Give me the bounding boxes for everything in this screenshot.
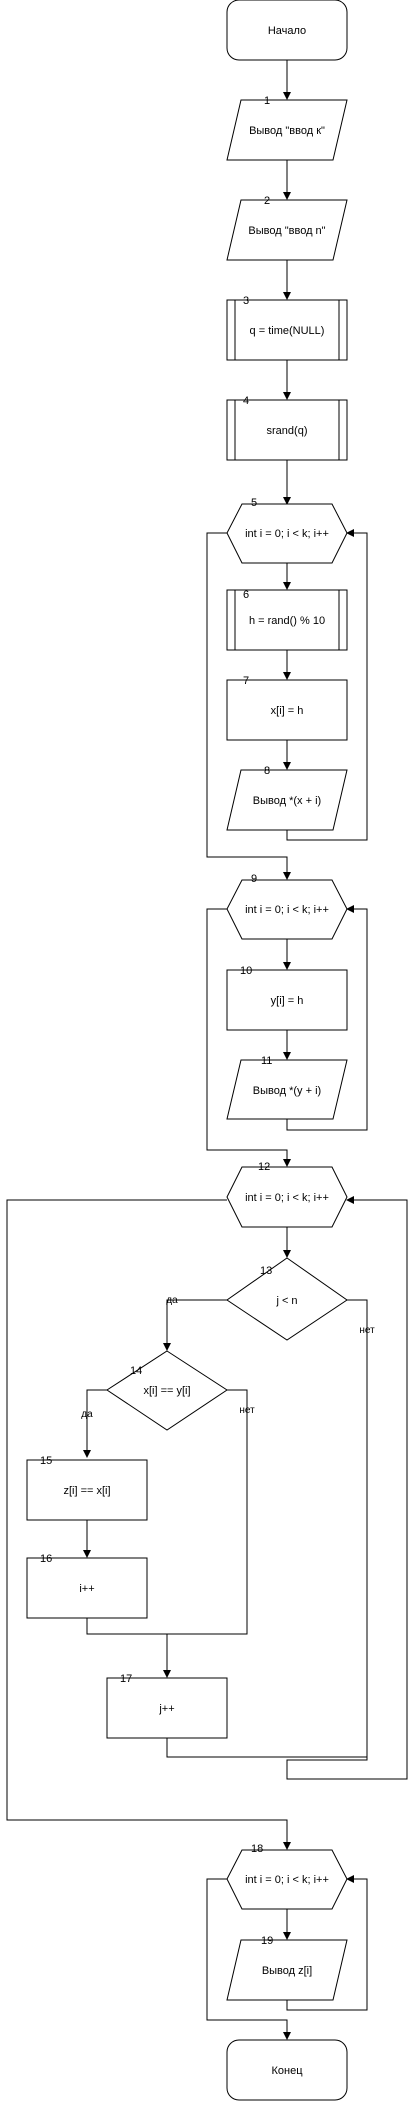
connectors [6,60,408,2040]
block-2-output: 2 Вывод "ввод n" [226,195,348,261]
block-5-label: int i = 0; i < k; i++ [245,528,329,540]
block-3-subroutine: 3 q = time(NULL) [226,295,348,361]
block-7-number: 7 [243,675,249,687]
arrow-loop18-return [286,1875,368,2011]
block-9-number: 9 [251,873,257,885]
arrow-loop18-exit [206,1878,291,2040]
edge-label-13-no: нет [359,1325,375,1336]
block-16-label: i++ [79,1583,94,1595]
block-1-output: 1 Вывод "ввод к" [226,95,348,161]
block-3-number: 3 [243,295,249,307]
edge-label-14-no: нет [239,1405,255,1416]
block-12-loop: 12 int i = 0; i < k; i++ [226,1161,348,1228]
arrow-b16-b17 [86,1618,171,1678]
block-13-label: j < n [275,1295,297,1307]
end-label: Конец [271,2065,303,2077]
block-14-decision: 14 x[i] == y[i] [106,1350,228,1431]
block-13-number: 13 [260,1265,272,1277]
block-11-output: 11 Вывод *(y + i) [226,1055,348,1120]
block-15-label: z[i] == x[i] [63,1485,110,1497]
block-6-label: h = rand() % 10 [249,615,325,627]
arrow-b14-no [167,1389,248,1635]
block-16-number: 16 [40,1553,52,1565]
arrow-loop9-return [286,905,368,1131]
block-8-label: Вывод *(x + i) [253,795,321,807]
block-4-subroutine: 4 srand(q) [226,395,348,461]
arrow-loop12-exit [6,1199,291,1850]
block-4-label: srand(q) [267,425,308,437]
block-2-label: Вывод "ввод n" [248,225,325,237]
block-5-loop: 5 int i = 0; i < k; i++ [226,497,348,564]
arrow-b14-yes [83,1389,107,1458]
block-1-number: 1 [264,95,270,107]
block-5-number: 5 [251,497,257,509]
block-14-label: x[i] == y[i] [143,1385,190,1397]
arrow-b17-return [166,1738,367,1758]
block-6-subroutine: 6 h = rand() % 10 [226,589,348,651]
block-10-label: y[i] = h [271,995,304,1007]
end-terminal: Конец [226,2039,348,2101]
block-2-number: 2 [264,195,270,207]
block-11-number: 11 [261,1055,272,1067]
block-17-number: 17 [120,1673,132,1685]
block-11-label: Вывод *(y + i) [253,1085,321,1097]
block-8-output: 8 Вывод *(x + i) [226,765,348,831]
block-19-output: 19 Вывод z[i] [226,1935,348,2001]
block-17-process: 17 j++ [106,1673,228,1739]
block-17-label: j++ [158,1703,174,1715]
block-12-number: 12 [258,1161,270,1173]
block-18-label: int i = 0; i < k; i++ [245,1874,329,1886]
block-3-label: q = time(NULL) [250,325,325,337]
block-10-process: 10 y[i] = h [226,965,348,1031]
block-18-loop: 18 int i = 0; i < k; i++ [226,1843,348,1910]
block-6-number: 6 [243,589,249,601]
block-9-loop: 9 int i = 0; i < k; i++ [226,873,348,940]
block-7-process: 7 x[i] = h [226,675,348,741]
arrow-b13-no [286,1196,408,1780]
block-4-number: 4 [243,395,249,407]
start-terminal: Начало [226,0,348,61]
block-19-number: 19 [261,1935,273,1947]
start-label: Начало [268,25,306,37]
arrow-loop9-exit [206,908,291,1167]
edge-label-13-yes: да [166,1295,178,1306]
arrow-loop5-return [286,529,368,841]
block-12-label: int i = 0; i < k; i++ [245,1192,329,1204]
block-13-decision: 13 j < n [226,1257,348,1341]
block-15-number: 15 [40,1455,52,1467]
block-7-label: x[i] = h [271,705,304,717]
block-10-number: 10 [240,965,252,977]
block-14-number: 14 [130,1365,142,1377]
arrow-loop5-exit [206,532,291,880]
block-15-process: 15 z[i] == x[i] [26,1455,148,1521]
edge-label-14-yes: да [81,1409,93,1420]
block-18-number: 18 [251,1843,263,1855]
block-1-label: Вывод "ввод к" [249,125,325,137]
block-19-label: Вывод z[i] [262,1965,312,1977]
block-16-process: 16 i++ [26,1553,148,1619]
arrow-b13-yes [163,1299,227,1351]
block-9-label: int i = 0; i < k; i++ [245,904,329,916]
block-8-number: 8 [264,765,270,777]
